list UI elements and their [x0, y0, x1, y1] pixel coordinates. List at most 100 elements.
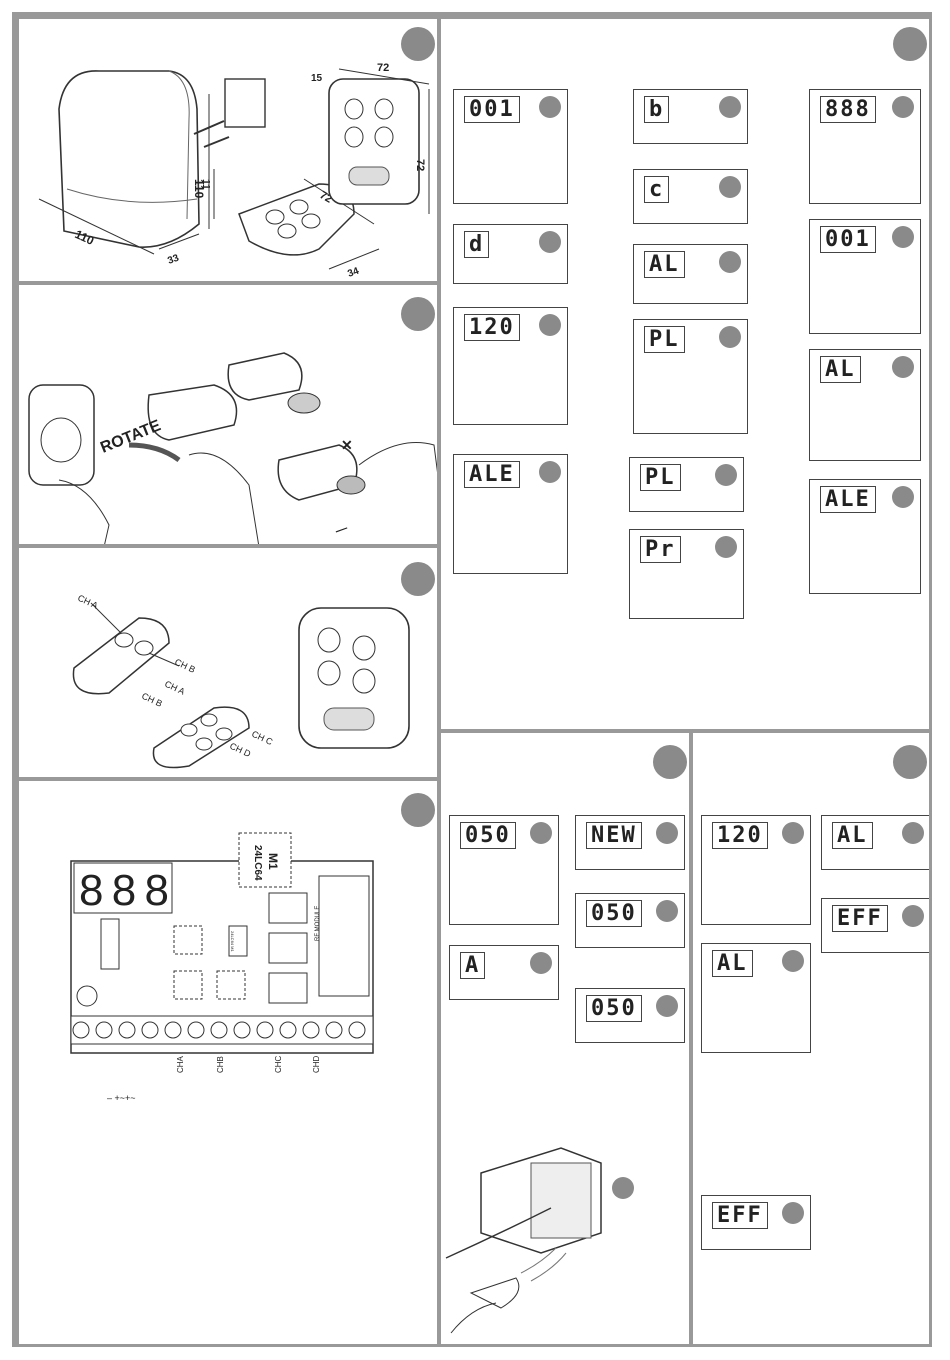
- step-illustration: PL: [633, 319, 748, 434]
- display-readout: 120: [464, 314, 520, 341]
- step-illustration: AL: [701, 943, 811, 1053]
- display-readout: Pr: [640, 536, 681, 563]
- dim-depth: 33: [166, 253, 181, 267]
- display-readout: ALE: [820, 486, 876, 513]
- step-number-badge: [539, 314, 561, 336]
- dim-wall-depth: 15: [311, 73, 323, 84]
- board-diagram: 888 24LC64 M1 RF MODULE 24LC64 M1 – +~+~…: [19, 781, 440, 1347]
- display-readout: d: [464, 231, 489, 258]
- step-number-badge: [539, 461, 561, 483]
- display-readout: ALE: [464, 461, 520, 488]
- dim-remote-width: 34: [346, 266, 361, 280]
- step-number-badge: [902, 905, 924, 927]
- channel-label-c: CHC: [274, 1055, 283, 1073]
- remote2-ch-a: CH A: [76, 593, 99, 611]
- step-illustration: EFF: [701, 1195, 811, 1250]
- terminal-screw: [165, 1022, 181, 1038]
- terminal-screw: [303, 1022, 319, 1038]
- battery-drawing: ROTATE ✕ —: [19, 285, 440, 547]
- terminal-screw: [73, 1022, 89, 1038]
- display-readout: EFF: [832, 905, 888, 932]
- remove-mark: ✕: [341, 437, 353, 453]
- rotate-label: ROTATE: [98, 417, 163, 457]
- step-illustration: PL: [629, 457, 744, 512]
- insert-mark: —: [333, 521, 349, 538]
- terminal-screw: [326, 1022, 342, 1038]
- step-number-badge: [892, 486, 914, 508]
- rf-module-label: RF MODULE: [315, 906, 321, 941]
- remote2-ch-b: CH B: [173, 657, 197, 675]
- dimensions-panel: 110 110 33 11 72 34 15 72 72: [16, 16, 440, 284]
- step-illustration: d: [453, 224, 568, 284]
- terminal-screw: [349, 1022, 365, 1038]
- display-readout: PL: [644, 326, 685, 353]
- step-illustration: Pr: [629, 529, 744, 619]
- display-readout: AL: [832, 822, 873, 849]
- terminal-screw: [234, 1022, 250, 1038]
- eeprom-chip-label: 24LC64 M1: [230, 931, 235, 952]
- channel-label-a: CHA: [176, 1055, 185, 1073]
- terminal-screw: [211, 1022, 227, 1038]
- step-number-badge: [892, 226, 914, 248]
- display-readout: 001: [820, 226, 876, 253]
- step-number-badge: [715, 464, 737, 486]
- dim-wall-height: 72: [414, 159, 426, 171]
- step-number-badge: [782, 822, 804, 844]
- display-readout: PL: [640, 464, 681, 491]
- step-illustration: 001: [809, 219, 921, 334]
- step-number-badge: [902, 822, 924, 844]
- step-illustration: AL: [809, 349, 921, 461]
- step-number-badge: [719, 326, 741, 348]
- step-illustration: c: [633, 169, 748, 224]
- remote-learning-drawing: [441, 733, 692, 1347]
- display-readout: 120: [712, 822, 768, 849]
- terminal-screw: [96, 1022, 112, 1038]
- channels-drawing: CH A CH B CH A CH B CH C CH D: [19, 548, 440, 780]
- step-illustration: 120: [453, 307, 568, 425]
- eeprom-label: 24LC64: [252, 845, 263, 881]
- step-number-badge: [892, 356, 914, 378]
- step-illustration: AL: [633, 244, 748, 304]
- step-number-badge: [782, 950, 804, 972]
- step-number-badge: [893, 745, 927, 779]
- remote4-ch-c: CH C: [250, 729, 275, 748]
- remote4-ch-d: CH D: [228, 741, 253, 760]
- channels-panel: CH A CH B CH A CH B CH C CH D: [16, 545, 440, 780]
- step-illustration: b: [633, 89, 748, 144]
- seven-segment-display: 888: [79, 866, 169, 915]
- step-illustration: 888: [809, 89, 921, 204]
- terminal-screw: [142, 1022, 158, 1038]
- remote-learning-panel: 050NEW050A050: [438, 730, 692, 1347]
- dimensions-drawing: 110 110 33 11 72 34 15 72 72: [19, 19, 440, 284]
- step-number-badge: [892, 96, 914, 118]
- channel-label-b: CHB: [216, 1056, 225, 1073]
- display-readout: AL: [820, 356, 861, 383]
- display-readout: EFF: [712, 1202, 768, 1229]
- battery-panel: ROTATE ✕ —: [16, 282, 440, 547]
- board-panel: 888 24LC64 M1 RF MODULE 24LC64 M1 – +~+~…: [16, 778, 440, 1347]
- remote4-ch-b: CH B: [140, 691, 164, 709]
- display-readout: b: [644, 96, 669, 123]
- terminal-screw: [280, 1022, 296, 1038]
- step-illustration: 001: [453, 89, 568, 204]
- display-readout: c: [644, 176, 669, 203]
- step-number-badge: [719, 176, 741, 198]
- power-signs: – +~+~: [107, 1093, 136, 1103]
- dim-wall-width: 72: [377, 62, 389, 74]
- eeprom-m1: M1: [266, 853, 280, 870]
- display-readout: AL: [644, 251, 685, 278]
- dim-gap: 11: [200, 179, 211, 190]
- terminal-screw: [188, 1022, 204, 1038]
- step-number-badge: [539, 96, 561, 118]
- display-readout: 001: [464, 96, 520, 123]
- step-illustration: ALE: [809, 479, 921, 594]
- display-readout: 888: [820, 96, 876, 123]
- terminal-screw: [257, 1022, 273, 1038]
- display-readout: AL: [712, 950, 753, 977]
- step-illustration: 120: [701, 815, 811, 925]
- terminal-screw: [119, 1022, 135, 1038]
- step-number-badge: [719, 96, 741, 118]
- remote4-ch-a: CH A: [163, 679, 186, 697]
- step-number-badge: [893, 27, 927, 61]
